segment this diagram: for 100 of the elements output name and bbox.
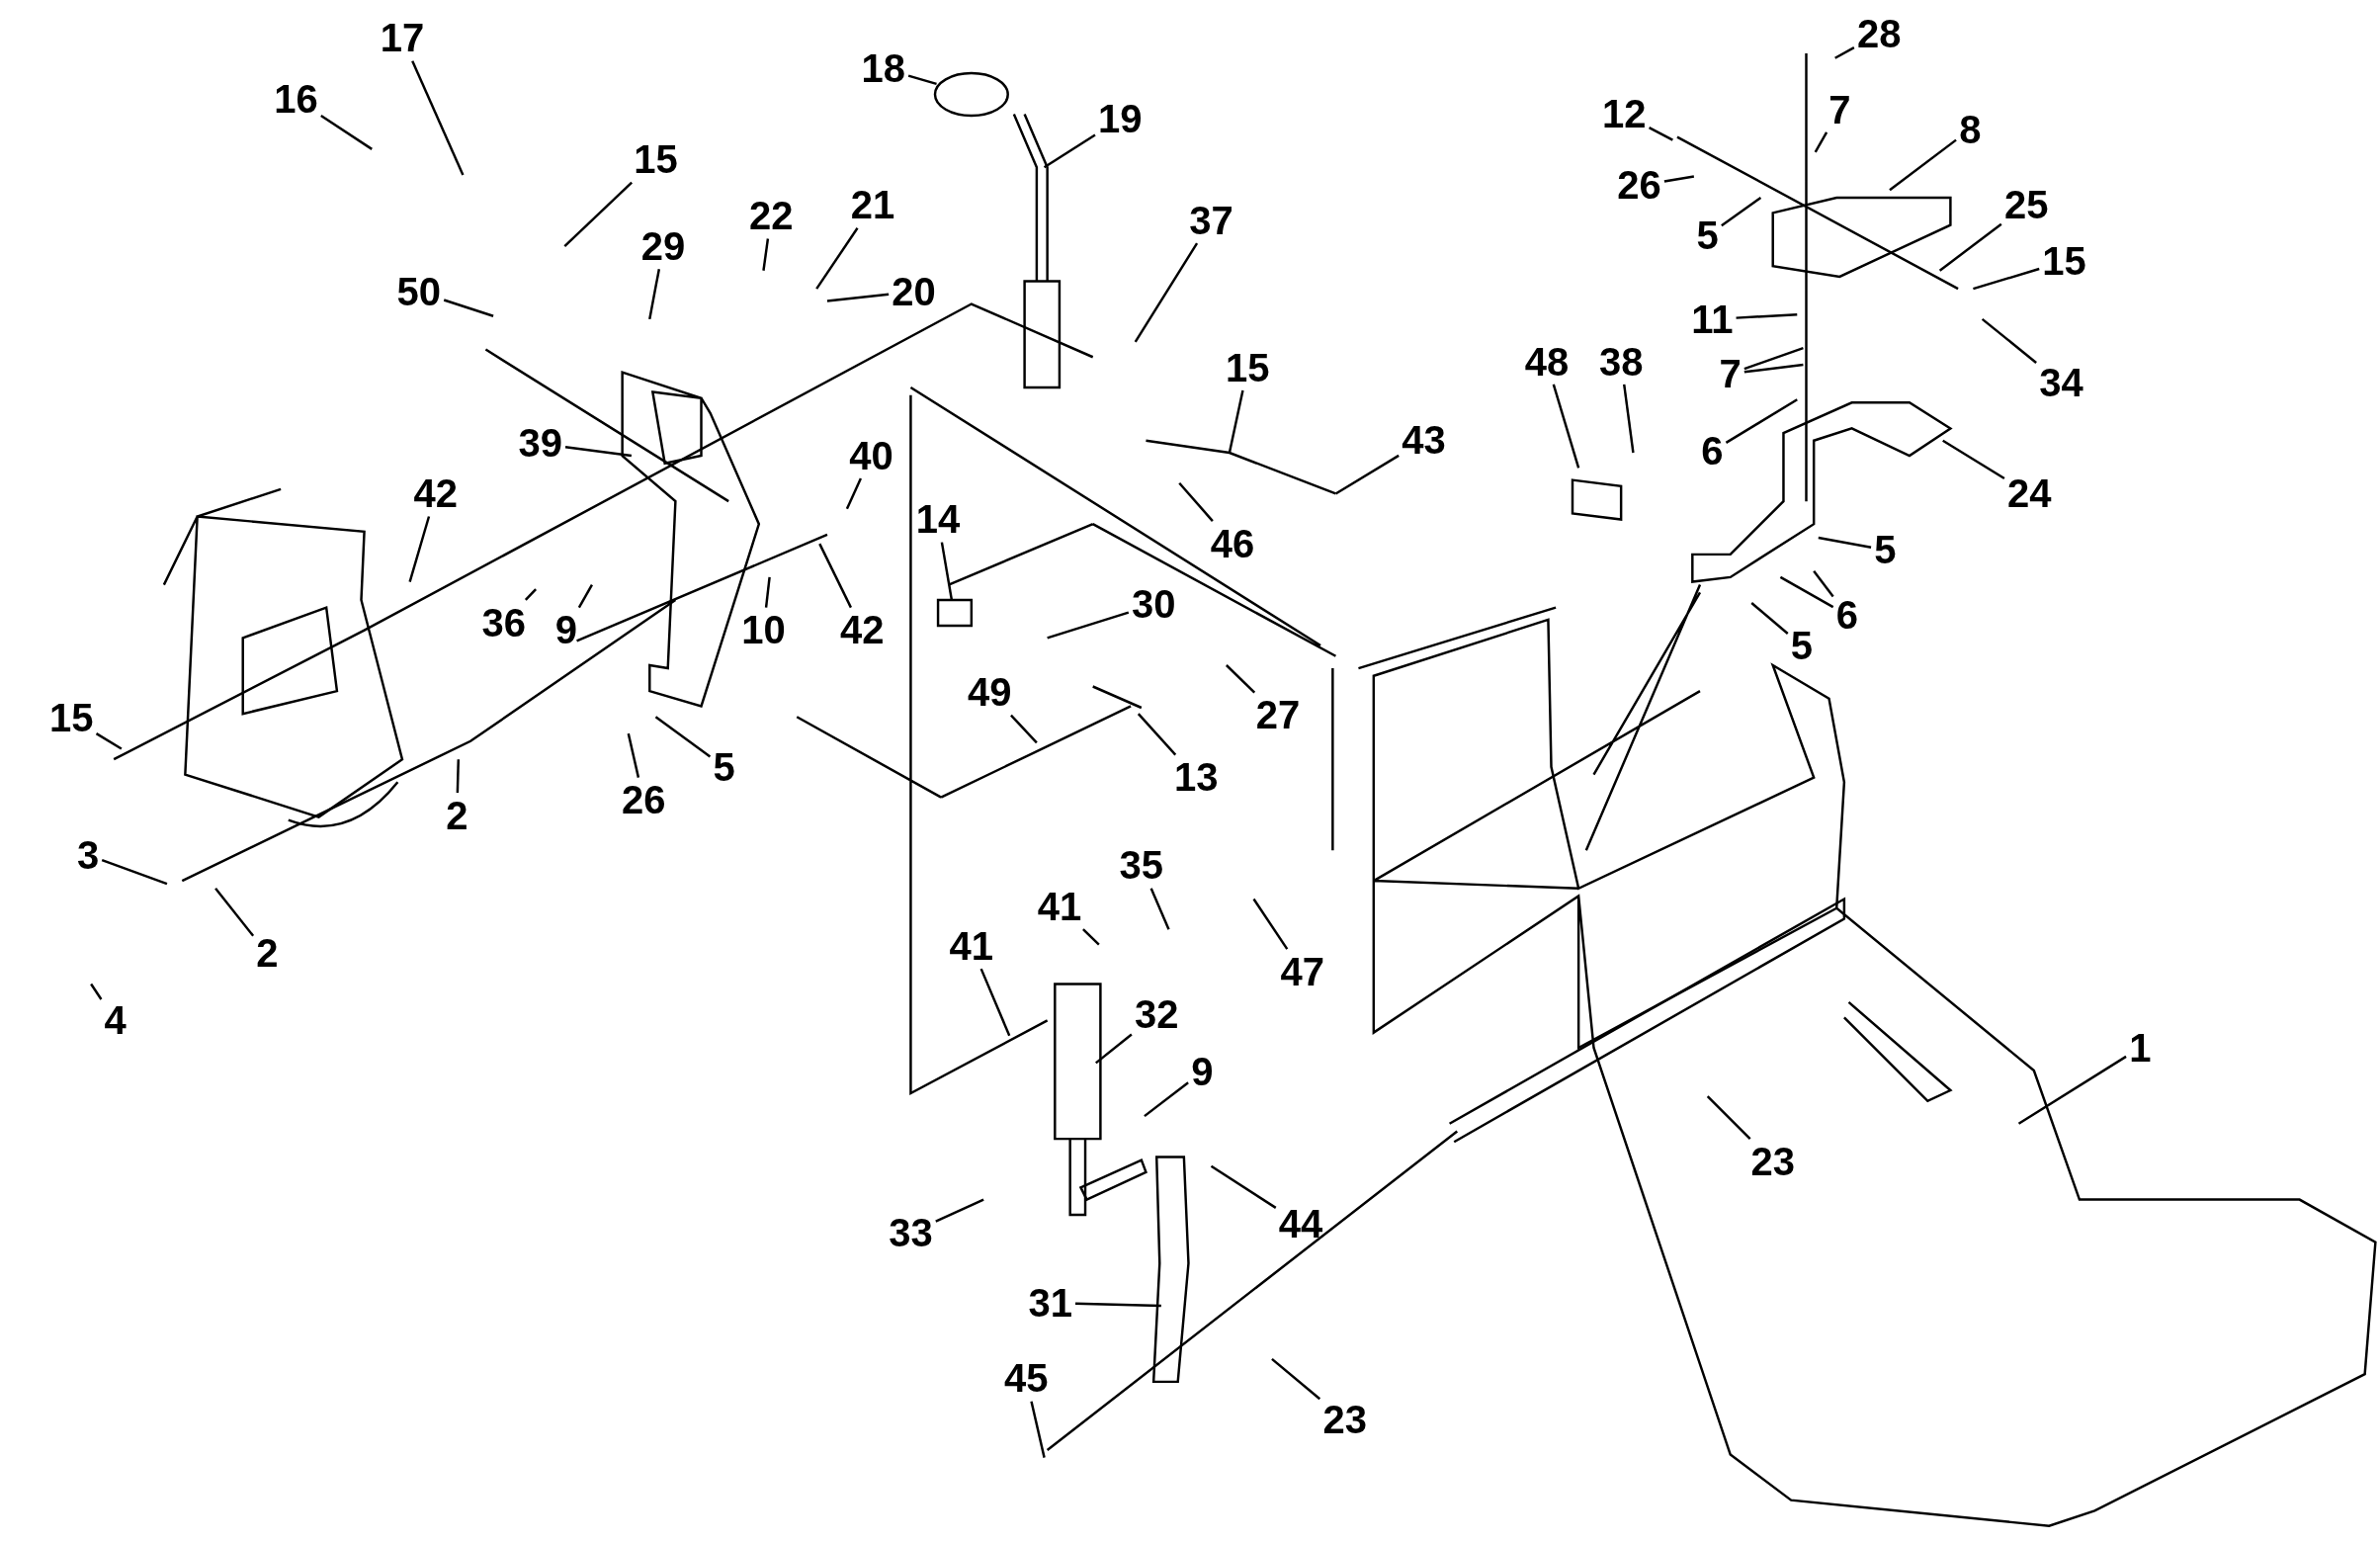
leader-line	[1834, 46, 1855, 59]
callout-number: 35	[1119, 845, 1164, 886]
leader-line	[1743, 363, 1804, 374]
leader-line	[1075, 1302, 1161, 1308]
callout-number: 49	[968, 672, 1012, 713]
callout-number: 41	[1037, 886, 1082, 926]
callout-number: 3	[76, 834, 100, 875]
callout-number: 45	[1003, 1358, 1049, 1399]
leader-line	[1743, 346, 1804, 371]
callout-number: 11	[1691, 299, 1734, 339]
callout-number: 28	[1856, 13, 1902, 53]
leader-line	[95, 732, 123, 750]
leader-line	[1818, 536, 1872, 549]
leader-line	[524, 588, 537, 601]
leader-line	[1178, 481, 1214, 522]
leader-line	[564, 445, 633, 458]
callout-number: 31	[1028, 1282, 1072, 1323]
leader-line	[1750, 602, 1789, 635]
callout-number: 13	[1173, 757, 1219, 798]
callout-number: 21	[850, 185, 895, 225]
leader-line	[1144, 1081, 1189, 1118]
callout-number: 15	[1226, 347, 1270, 387]
leader-line	[762, 238, 770, 271]
leader-line	[1226, 664, 1256, 694]
callout-number: 48	[1524, 341, 1570, 382]
callout-number: 47	[1280, 951, 1324, 991]
callout-number: 26	[621, 780, 666, 820]
callout-number: 5	[1790, 625, 1813, 665]
callout-number: 40	[849, 435, 893, 475]
callout-number: 39	[518, 423, 562, 464]
leader-line	[935, 1198, 984, 1223]
leader-line	[1725, 398, 1798, 444]
leader-line	[1210, 1164, 1277, 1209]
leader-line	[654, 716, 712, 758]
leader-line	[1095, 1033, 1133, 1065]
leader-line	[815, 227, 859, 290]
callout-number: 41	[949, 925, 994, 966]
leader-line	[979, 968, 1011, 1037]
leader-line	[1706, 1095, 1751, 1140]
callout-number: 7	[1828, 89, 1851, 129]
callout-number: 5	[713, 746, 735, 787]
callout-number: 30	[1131, 584, 1176, 625]
callout-number: 34	[2039, 363, 2083, 402]
leader-line	[1134, 242, 1199, 343]
callout-number: 38	[1598, 341, 1644, 382]
leader-line	[1648, 126, 1673, 141]
callout-number: 25	[2003, 185, 2049, 225]
callout-number: 9	[1191, 1052, 1214, 1092]
leader-line	[214, 888, 255, 937]
leader-line	[577, 584, 593, 609]
leader-line	[320, 114, 373, 150]
leader-line	[563, 181, 633, 248]
callout-number: 19	[1098, 98, 1143, 138]
leader-line	[940, 542, 954, 601]
callout-number: 20	[892, 271, 936, 311]
callout-number: 46	[1210, 523, 1255, 563]
leader-line	[648, 268, 660, 320]
callout-number: 17	[380, 18, 425, 58]
leader-line	[1010, 714, 1038, 744]
leader-line	[2017, 1055, 2127, 1125]
callout-number: 10	[741, 610, 786, 650]
callout-number: 24	[2007, 473, 2052, 514]
leader-line	[1779, 575, 1834, 609]
leader-line	[1889, 138, 1957, 192]
callout-number: 2	[256, 933, 279, 974]
callout-number: 6	[1701, 431, 1724, 471]
leader-line	[1149, 888, 1170, 930]
leader-line	[1623, 384, 1635, 454]
leader-line	[1981, 317, 2037, 364]
callout-number: 5	[1874, 529, 1897, 569]
callout-number: 1	[2129, 1027, 2152, 1068]
leader-line	[818, 543, 853, 609]
leader-line	[764, 576, 771, 608]
callout-number: 18	[861, 48, 906, 89]
leader-line	[1814, 131, 1828, 153]
callout-number: 12	[1601, 94, 1647, 134]
callout-number: 42	[840, 610, 885, 650]
callout-number: 22	[748, 196, 794, 236]
leader-line	[907, 74, 937, 85]
leader-line	[1552, 384, 1580, 469]
callout-number: 27	[1255, 695, 1301, 735]
callout-number: 7	[1719, 353, 1742, 393]
leader-line	[1736, 313, 1798, 319]
leader-line	[1663, 175, 1695, 183]
leader-line	[90, 983, 103, 1000]
leader-line	[408, 516, 431, 582]
callout-number: 44	[1278, 1203, 1323, 1243]
callout-number: 15	[48, 698, 94, 738]
leader-line	[1813, 570, 1834, 598]
callout-number: 50	[396, 271, 442, 311]
callout-number: 42	[413, 473, 458, 514]
leader-line	[1271, 1357, 1321, 1401]
leader-line	[1252, 898, 1289, 950]
callout-number: 5	[1696, 215, 1719, 256]
leader-line	[826, 293, 890, 302]
leader-line	[1030, 1401, 1046, 1458]
leader-line	[443, 299, 494, 317]
leader-line	[1137, 713, 1177, 756]
leader-line	[1047, 611, 1130, 640]
callout-number: 23	[1322, 1399, 1367, 1439]
